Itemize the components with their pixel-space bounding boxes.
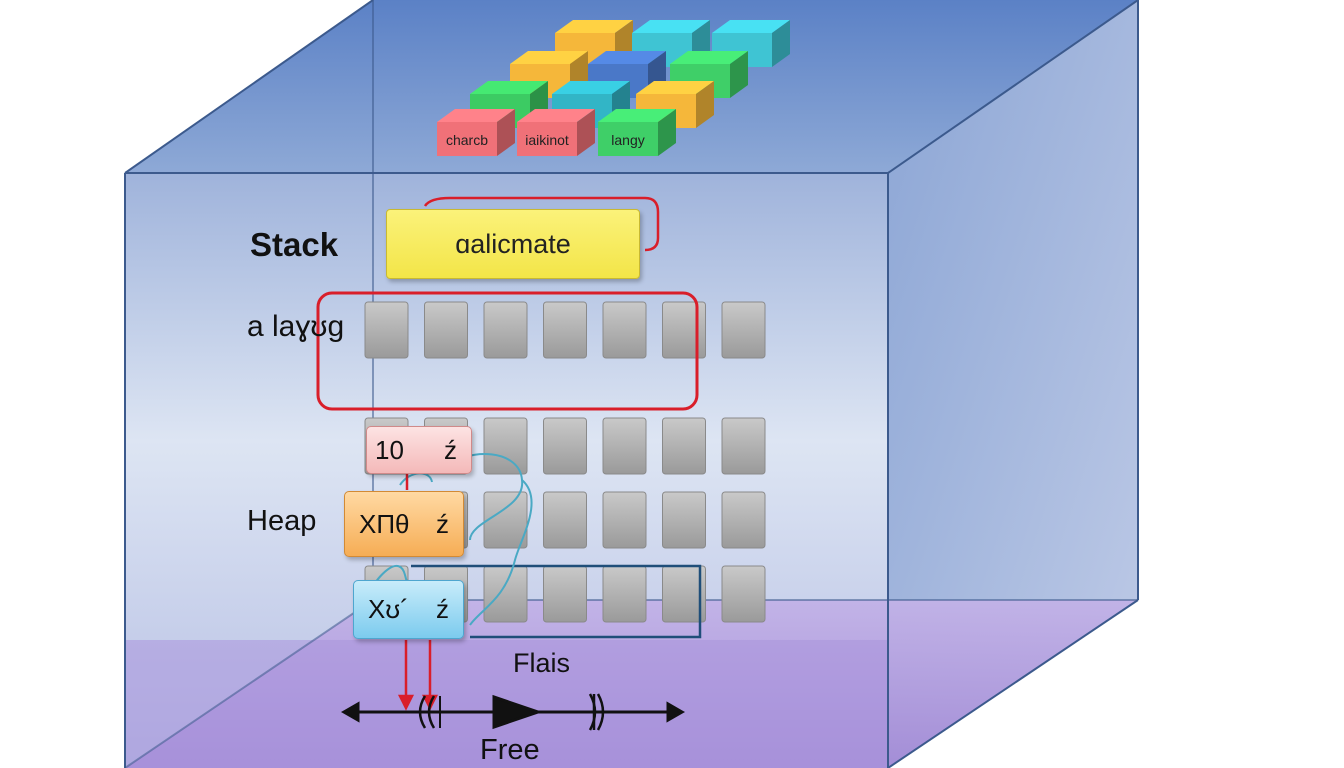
memory-cell (602, 301, 647, 359)
memory-cell (543, 301, 587, 359)
tag-suffix-text: ź (436, 508, 449, 539)
memory-cell (543, 417, 587, 475)
pointer-tag-x-pi-theta: XПθ ź (344, 491, 464, 557)
heap-bracket-outline (411, 564, 702, 639)
timeline-axis (340, 693, 686, 731)
tag-main-text: Xʊ´ (368, 594, 409, 624)
tag-main-text: 10 (375, 434, 404, 465)
double-bar-icon (588, 693, 605, 731)
block-label: charcb (446, 132, 488, 148)
heap-label: Heap (247, 505, 317, 537)
stack-label: Stack (250, 226, 339, 263)
pointer-tag-10: 10 ź (366, 426, 472, 474)
pointer-tag-x-upsilon: Xʊ´ ź (353, 580, 464, 639)
memory-cell (662, 491, 706, 549)
play-arrow-icon (492, 694, 543, 730)
memory-cell (721, 491, 766, 549)
left-bracket-icon (418, 695, 436, 729)
memory-block: charcb (437, 109, 515, 156)
memory-cell (602, 491, 647, 549)
cube-right-face (888, 0, 1138, 768)
cube-left-wall (0, 173, 125, 768)
memory-block: langy (598, 109, 676, 156)
top-blocks-group: charcb iaikinot langy (437, 20, 790, 156)
tag-suffix-text: ź (436, 594, 449, 624)
memory-cell (543, 565, 587, 623)
memory-cell (721, 301, 766, 359)
tag-main-text: XПθ (359, 508, 410, 539)
memory-cell (543, 491, 587, 549)
memory-cell (424, 301, 468, 359)
flais-label: Flais (513, 648, 571, 678)
right-arrowhead (666, 701, 686, 723)
memory-cell (602, 565, 647, 623)
memory-cell (483, 491, 528, 549)
memory-cell (483, 417, 528, 475)
memory-block: iaikinot (517, 109, 595, 156)
memory-cell (721, 565, 766, 623)
tag-suffix-text: ź (444, 434, 457, 465)
memory-cell (662, 301, 706, 359)
note-highlight-outline (423, 196, 660, 252)
free-label: Free (480, 734, 540, 766)
allocate-note: ɑalicmate (386, 209, 640, 279)
memory-cell (721, 417, 766, 475)
memory-cell (364, 301, 409, 359)
row-highlight-outline (316, 291, 699, 411)
block-label: iaikinot (525, 132, 569, 148)
a-layer-label: a laɣʊɡ (247, 310, 345, 343)
left-arrowhead (340, 701, 360, 723)
block-label: langy (611, 132, 644, 148)
memory-cell (602, 417, 647, 475)
memory-cell (483, 301, 528, 359)
memory-cell (483, 565, 528, 623)
memory-cell (662, 417, 706, 475)
